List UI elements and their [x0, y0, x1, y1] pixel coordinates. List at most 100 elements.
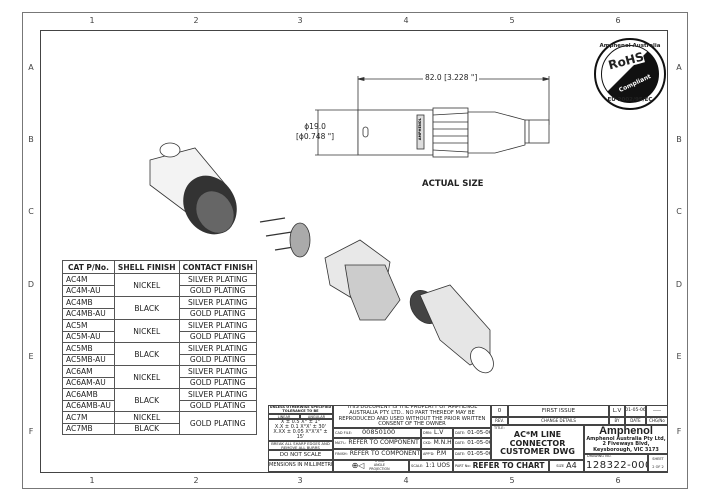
shell-finish-cell: NICKEL: [113, 319, 180, 343]
date-label: DATE:: [455, 430, 466, 435]
drawn-value: L.V: [433, 428, 444, 436]
part-number-label: PART No:: [455, 463, 471, 468]
part-number-cell: AC4MB: [62, 296, 115, 309]
finish-label: FINISH:: [335, 452, 348, 457]
finish-cell: FINISH:REFER TO COMPONENT: [333, 449, 421, 460]
title-cell: TITLE: AC*M LINE CONNECTOR CUSTOMER DWG: [491, 425, 584, 460]
part-number-cell: AC6AMB: [62, 388, 115, 401]
outer-frame: [22, 12, 688, 489]
rohs-stamp: Amphenol Australia RoHS Compliant EU 200…: [594, 38, 666, 110]
checked-label: CKD:: [423, 441, 432, 446]
size-label: SIZE: [556, 463, 565, 468]
dimensions-units: DIMENSIONS IN MILLIMETRES: [268, 460, 333, 472]
revision-description: FIRST ISSUE: [508, 405, 609, 417]
cad-label: CAD FILE:: [335, 430, 353, 435]
length-dimension: 82.0 [3.228 "]: [423, 73, 480, 82]
table-header-row: CAT P/No. SHELL FINISH CONTACT FINISH: [62, 260, 257, 274]
drawing-number-cell: DRAWING NO. 128322-0000: [584, 454, 648, 472]
part-number-cell: AC5M-AU: [62, 330, 115, 343]
col-label: 6: [615, 476, 621, 485]
part-number-cell: AC4M-AU: [62, 284, 115, 297]
date-header: DATE: [625, 417, 646, 425]
header-cat-no: CAT P/No.: [62, 260, 115, 274]
do-not-scale: DO NOT SCALE: [268, 450, 333, 460]
col-label: 1: [89, 476, 95, 485]
third-angle-label: THIRD ANGLE PROJECTION: [369, 460, 390, 471]
shell-finish-cell: BLACK: [113, 422, 180, 435]
part-number-cell: AC5MB-AU: [62, 353, 115, 366]
shell-finish-cell: BLACK: [113, 296, 180, 320]
contact-finish-cell: GOLD PLATING: [178, 411, 257, 435]
part-number-cell: AC6AM: [62, 365, 115, 378]
contact-finish-cell: SILVER PLATING: [178, 296, 257, 309]
contact-finish-cell: SILVER PLATING: [178, 388, 257, 401]
amphenol-logo: Amphenol: [599, 425, 653, 438]
projection-cell: ⊕◁THIRD ANGLE PROJECTION: [333, 460, 409, 472]
change-details-header: CHANGE DETAILS: [508, 417, 609, 425]
material-cell: MAT'L:REFER TO COMPONENT: [333, 438, 421, 449]
shell-finish-cell: NICKEL: [113, 411, 180, 424]
title-line: CONNECTOR: [509, 438, 566, 448]
shell-finish-cell: BLACK: [113, 388, 180, 412]
contact-finish-cell: SILVER PLATING: [178, 342, 257, 355]
contact-finish-cell: GOLD PLATING: [178, 330, 257, 343]
tol-line: X ± 0.5 X° ± 1°: [280, 419, 321, 425]
part-number-cell: AC4MB-AU: [62, 307, 115, 320]
contact-finish-cell: GOLD PLATING: [178, 307, 257, 320]
angular-label: ANGULAR: [300, 414, 333, 419]
shell-finish-cell: NICKEL: [113, 365, 180, 389]
scale-label: SCALE:: [411, 463, 424, 468]
contact-finish-cell: SILVER PLATING: [178, 319, 257, 332]
cad-value: 00850100: [362, 428, 396, 437]
part-number-cell: PART No:REFER TO CHART: [453, 460, 549, 472]
shell-finish-cell: BLACK: [113, 342, 180, 366]
material-value: REFER TO COMPONENT: [348, 439, 419, 447]
diameter-dimension: ϕ19.0 [ϕ0.748 "]: [296, 122, 334, 142]
contact-finish-cell: GOLD PLATING: [178, 353, 257, 366]
contact-finish-cell: GOLD PLATING: [178, 376, 257, 389]
col-label: 6: [615, 16, 621, 25]
exploded-view: [149, 142, 494, 374]
diameter-in: [ϕ0.748 "]: [296, 131, 335, 141]
actual-size-label: ACTUAL SIZE: [422, 179, 484, 189]
row-label: A: [28, 63, 34, 72]
body-marking: AMPHENOL: [418, 118, 422, 141]
row-label: B: [28, 135, 34, 144]
sheet-value: 2 OF 2: [652, 464, 664, 469]
company-address: Amphenol Australia Pty Ltd, 2 Fiveways B…: [586, 436, 666, 453]
contact-finish-cell: GOLD PLATING: [178, 284, 257, 297]
part-number-cell: AC5MB: [62, 342, 115, 355]
part-number-cell: AC7M: [62, 411, 115, 424]
by-header: BY: [609, 417, 625, 425]
tolerance-values: X ± 0.5 X° ± 1° X.X ± 0.1 X°X' ± 30' X.X…: [268, 419, 333, 441]
col-label: 2: [193, 476, 199, 485]
rohs-bottom-text: EU 2002/95/EC: [607, 97, 653, 103]
approved-value: P.M: [436, 450, 447, 458]
drawing-no-label: DRAWING NO.: [587, 454, 612, 458]
approved-label: APP'D:: [423, 452, 435, 457]
header-contact-finish: CONTACT FINISH: [178, 260, 257, 274]
contact-finish-cell: GOLD PLATING: [178, 399, 257, 412]
drawn-cell: DRN:L.V: [421, 428, 453, 438]
date-value: 01-05-06: [467, 440, 491, 447]
date-value: 01-05-06: [467, 429, 491, 436]
date-cell: DATE:01-05-06: [453, 428, 491, 438]
scale-value: 1:1 UOS: [425, 461, 450, 469]
row-label: E: [676, 352, 682, 361]
revision-value: 0: [491, 405, 508, 417]
col-label: 5: [509, 476, 515, 485]
col-label: 3: [297, 16, 303, 25]
part-number-value: REFER TO CHART: [472, 460, 545, 470]
diameter-mm: ϕ19.0: [304, 122, 326, 131]
col-label: 4: [403, 476, 409, 485]
title-line: CUSTOMER DWG: [500, 447, 575, 457]
ownership-notice: THIS DOCUMENT IS THE PROPERTY OF AMPHENO…: [333, 405, 491, 428]
row-label: C: [676, 207, 682, 216]
